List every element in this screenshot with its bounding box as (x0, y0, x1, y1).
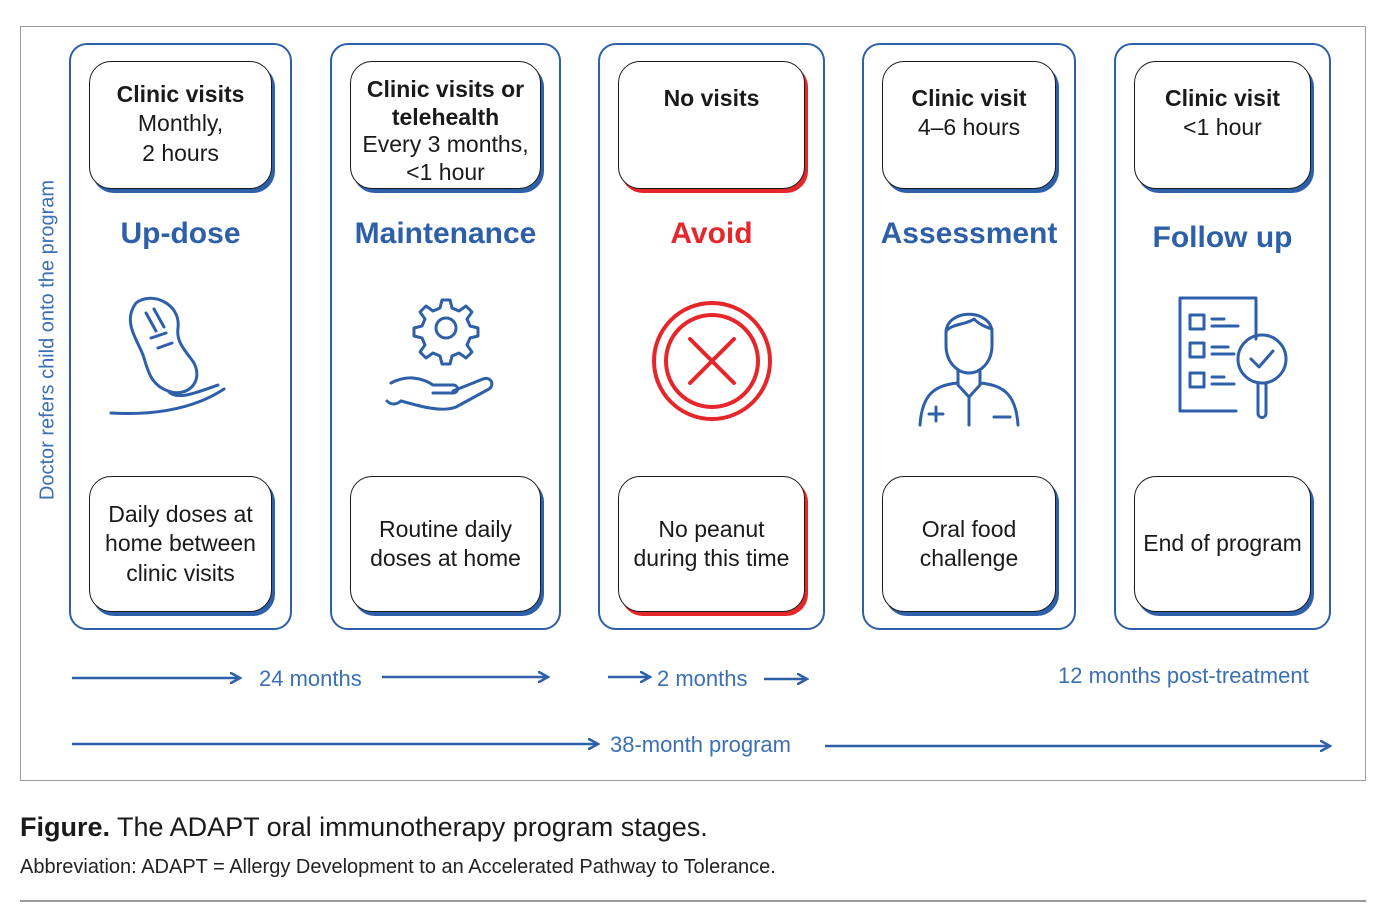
stage-maintenance: Clinic visits or telehealth Every 3 mont… (330, 43, 561, 630)
stage-maintenance-visits-box: Clinic visits or telehealth Every 3 mont… (350, 61, 541, 189)
timeline-38-month-label: 38-month program (610, 732, 791, 757)
stage-followup-visits-line: <1 hour (1183, 114, 1262, 141)
stage-assessment-visits-title: Clinic visit (911, 85, 1027, 111)
diagram-frame (20, 26, 1366, 781)
stage-followup-visits-box: Clinic visit <1 hour (1134, 61, 1311, 189)
stage-assessment: Clinic visit 4–6 hours Assessment Oral f… (862, 43, 1076, 630)
stage-assessment-visits-line: 4–6 hours (917, 114, 1021, 141)
checklist-magnifier-icon (1178, 296, 1287, 419)
stage-maintenance-desc-box: Routine daily doses at home (350, 476, 541, 612)
stage-updose-title: Up-dose (120, 217, 241, 250)
stage-followup-title: Follow up (1152, 221, 1293, 254)
stage-avoid-visits-box: No visits (618, 61, 805, 189)
stage-updose-visits-title: Clinic visits (116, 81, 245, 107)
stage-assessment-title: Assessment (880, 217, 1058, 250)
stage-followup: Clinic visit <1 hour Follow up End of pr… (1114, 43, 1331, 630)
stage-updose-visits-line: 2 hours (142, 139, 219, 166)
stage-updose: Clinic visits Monthly, 2 hours Up-dose D… (69, 43, 292, 630)
stage-avoid-title: Avoid (670, 217, 753, 250)
stage-avoid-desc: No peanut during this time (633, 515, 790, 571)
stage-followup-visits-title: Clinic visit (1164, 85, 1281, 111)
stage-assessment-desc: Oral food challenge (919, 515, 1019, 571)
timeline-12-months-label: 12 months post-treatment (1058, 663, 1309, 688)
stage-updose-visits-box: Clinic visits Monthly, 2 hours (89, 61, 272, 189)
figure-caption-label: Figure. (20, 812, 111, 842)
timeline-2-months-label: 2 months (657, 666, 748, 691)
bottom-rule (20, 900, 1366, 902)
stage-maintenance-title: Maintenance (354, 217, 537, 250)
stage-avoid-visits-title: No visits (663, 85, 760, 111)
stage-maintenance-visits-line: <1 hour (406, 158, 485, 185)
stage-followup-desc: End of program (1143, 530, 1302, 557)
stage-maintenance-desc: Routine daily doses at home (370, 515, 521, 571)
stage-avoid: No visits Avoid No peanut during this ti… (598, 43, 825, 630)
stage-maintenance-visits-line: Every 3 months, (362, 131, 529, 158)
stage-assessment-desc-box: Oral food challenge (882, 476, 1056, 612)
stage-updose-desc: Daily doses at home between clinic visit… (105, 500, 256, 586)
stage-followup-desc-box: End of program (1134, 476, 1311, 612)
figure-caption-text: The ADAPT oral immunotherapy program sta… (110, 812, 708, 842)
gear-hand-icon (385, 298, 493, 411)
stage-updose-desc-box: Daily doses at home between clinic visit… (89, 476, 272, 612)
stage-updose-visits-line: Monthly, (137, 110, 224, 137)
peanut-hand-icon (109, 296, 225, 415)
figure-abbreviation: Abbreviation: ADAPT = Allergy Developmen… (20, 856, 776, 878)
stage-avoid-desc-box: No peanut during this time (618, 476, 805, 612)
stage-maintenance-visits-title: Clinic visits or telehealth (366, 76, 525, 130)
stage-assessment-visits-box: Clinic visit 4–6 hours (882, 61, 1056, 189)
figure-caption: Figure. The ADAPT oral immunotherapy pro… (20, 812, 708, 843)
timeline-24-months-label: 24 months (259, 666, 362, 691)
cross-circle-icon (651, 301, 772, 421)
doctor-icon (918, 312, 1020, 427)
